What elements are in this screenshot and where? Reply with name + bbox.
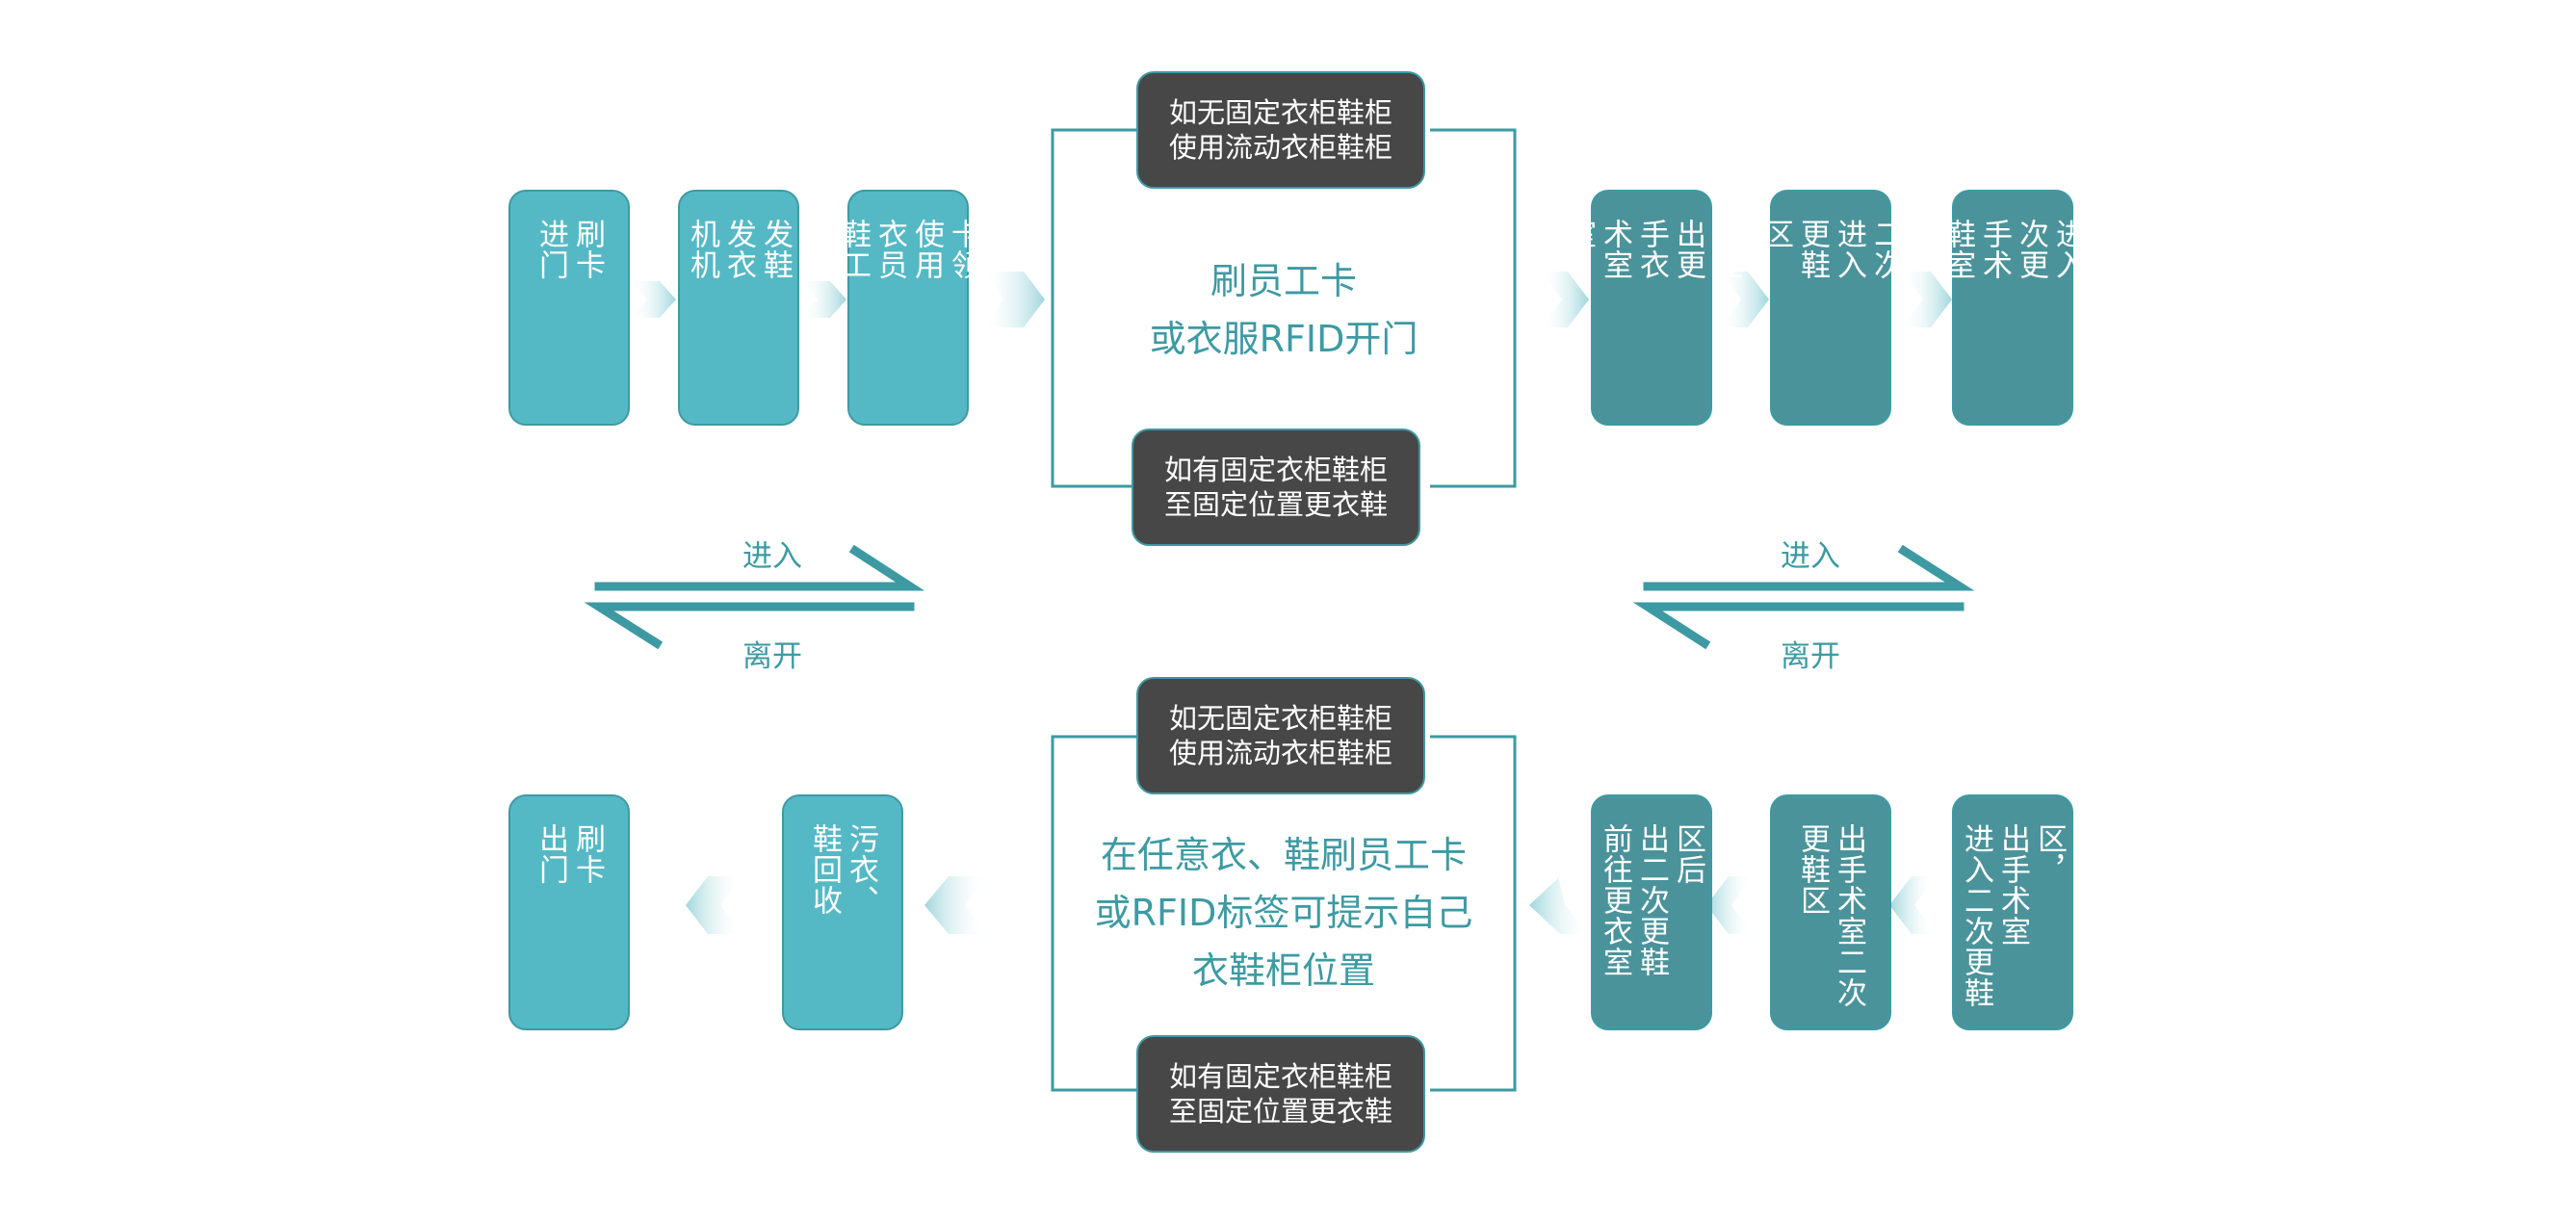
arrow-right <box>1902 272 1952 327</box>
exchange-right-arrows <box>1632 544 1975 650</box>
arrow-right <box>801 281 846 318</box>
top-note-floating-locker: 如无固定衣柜鞋柜 使用流动衣柜鞋柜 <box>1136 71 1425 189</box>
arrow-right <box>982 272 1045 327</box>
exchange-left-arrows <box>584 544 925 650</box>
flow-arrows-left <box>686 876 1936 934</box>
top-center-note: 刷员工卡 或衣服RFID开门 <box>1149 260 1418 360</box>
bottom-note-fixed-locker: 如有固定衣柜鞋柜 至固定位置更衣鞋 <box>1136 1035 1425 1153</box>
top-note-fixed-locker: 如有固定衣柜鞋柜 至固定位置更衣鞋 <box>1132 429 1420 546</box>
bottom-bracket <box>1051 735 1517 1092</box>
step-dispenser: 发鞋 发衣 机机 <box>678 190 799 426</box>
exchange-right-enter-label: 进入 <box>1781 539 1840 574</box>
arrow-left <box>686 876 742 934</box>
top-bracket <box>1051 128 1517 488</box>
arrow-right <box>1720 272 1769 327</box>
step-laundry-return: 污衣、 鞋回收 <box>782 794 903 1030</box>
exchange-left-enter-label: 进入 <box>742 539 802 574</box>
arrow-left <box>924 876 987 934</box>
bottom-center-note: 在任意衣、鞋刷员工卡 或RFID标签可提示自己 衣鞋柜位置 <box>1094 834 1473 992</box>
arrow-right <box>1541 272 1589 327</box>
step-enter-shoe-area: 二次 进入 更鞋 区 <box>1758 190 1903 426</box>
arrow-right <box>631 281 676 318</box>
flow-arrows-right <box>631 272 1952 327</box>
step-exit-operating-room: 区， 出手术室 进入二次更鞋 <box>1952 794 2073 1030</box>
step-swipe-card-exit: 刷卡 出门 <box>508 794 630 1030</box>
bottom-note-floating-locker: 如无固定衣柜鞋柜 使用流动衣柜鞋柜 <box>1136 677 1425 794</box>
exchange-right-leave-label: 离开 <box>1781 639 1840 674</box>
arrow-left <box>1706 876 1753 934</box>
step-enter-operating-room: 出二 进入 次更 手术 鞋室 区 <box>1904 190 2121 426</box>
exchange-left-leave-label: 离开 <box>742 639 802 674</box>
arrow-left <box>1889 876 1936 934</box>
step-leave-changing-room: 前往 出更 手衣 术室 室 <box>1561 190 1742 426</box>
step-exit-shoe-area: 出手术室二次 更鞋区 <box>1770 794 1891 1030</box>
step-swipe-card-enter: 刷卡 进门 <box>508 190 630 426</box>
arrow-left <box>1529 876 1589 934</box>
step-go-changing-room: 区后 出二次更鞋 前往更衣室 <box>1591 794 1712 1030</box>
step-collect-with-card: 卡领 使用 衣员 鞋工 <box>836 190 980 426</box>
